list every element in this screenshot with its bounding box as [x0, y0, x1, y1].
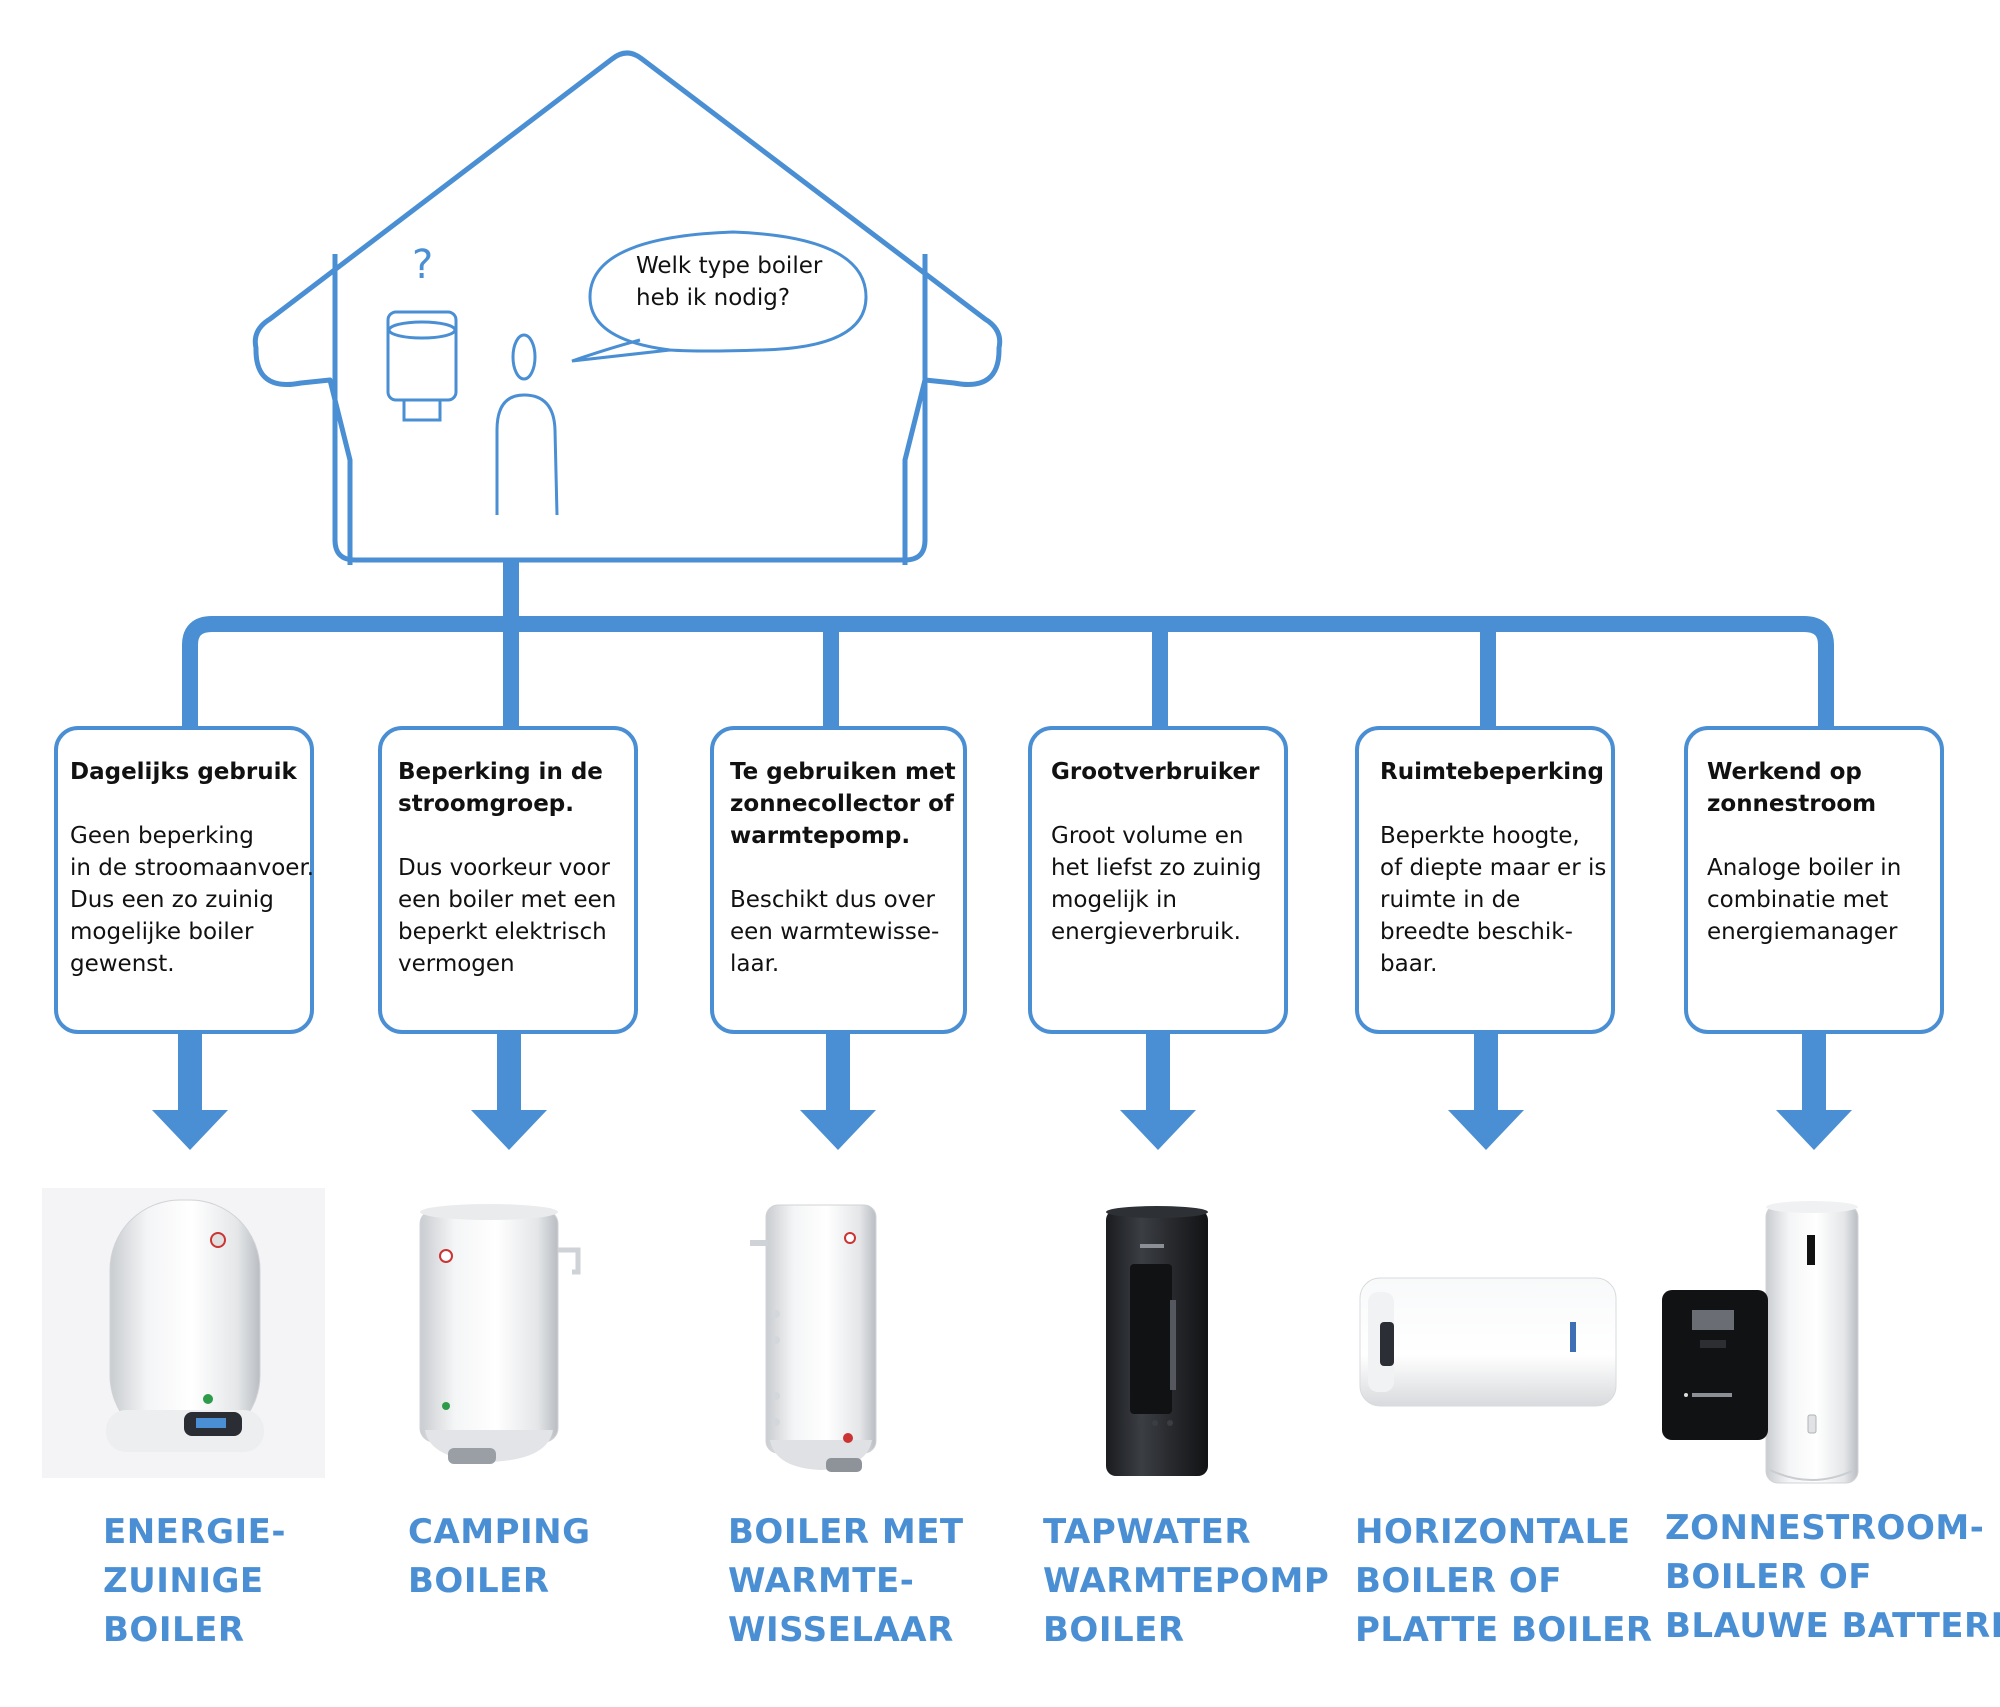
heat-pump-boiler-icon	[1106, 1206, 1208, 1476]
product-label-line: BOILER OF	[1355, 1561, 1563, 1601]
criteria-body: Groot volume en	[1051, 823, 1244, 849]
product-label-line: CAMPING	[408, 1512, 591, 1552]
criteria-body: beperkt elektrisch	[398, 919, 607, 945]
criteria-body: Beperkte hoogte,	[1380, 823, 1580, 849]
product-label-line: BOILER OF	[1665, 1557, 1873, 1597]
product-label-line: ENERGIE-	[103, 1512, 286, 1552]
criteria-text-power-limit: Beperking in de stroomgroep. Dus voorkeu…	[398, 756, 616, 980]
criteria-body: baar.	[1380, 951, 1438, 977]
criteria-boxes	[54, 726, 1944, 1034]
question-mark: ?	[412, 242, 434, 288]
criteria-body: ruimte in de	[1380, 887, 1521, 913]
product-label-heat-pump: TAPWATER WARMTEPOMP BOILER	[1043, 1508, 1329, 1655]
criteria-body: vermogen	[398, 951, 515, 977]
criteria-text-solar-heatpump: Te gebruiken met zonnecollector of warmt…	[730, 756, 956, 980]
energy-efficient-boiler-icon	[42, 1188, 325, 1478]
camping-boiler-icon	[419, 1204, 581, 1464]
criteria-body: Dus een zo zuinig	[70, 887, 274, 913]
criteria-body: in de stroomaanvoer.	[70, 855, 315, 881]
criteria-body: Geen beperking	[70, 823, 254, 849]
criteria-title: zonnestroom	[1707, 791, 1877, 817]
speech-text: Welk type boiler heb ik nodig?	[636, 250, 822, 314]
criteria-body: Dus voorkeur voor	[398, 855, 610, 881]
criteria-title: stroomgroep.	[398, 791, 575, 817]
person-icon	[495, 333, 559, 516]
branch-bus	[182, 616, 1834, 728]
arrow-down-icon	[1120, 1032, 1196, 1150]
product-label-line: PLATTE BOILER	[1355, 1610, 1653, 1650]
criteria-text-daily-use: Dagelijks gebruik Geen beperking in de s…	[70, 756, 314, 980]
criteria-title: warmtepomp.	[730, 823, 911, 849]
product-label-line: WARMTE-	[728, 1561, 915, 1601]
product-label-line: BOILER	[103, 1610, 245, 1650]
criteria-body: laar.	[730, 951, 780, 977]
boiler-icon	[386, 310, 458, 422]
product-label-line: WISSELAAR	[728, 1610, 954, 1650]
criteria-body: gewenst.	[70, 951, 175, 977]
criteria-body: of diepte maar er is	[1380, 855, 1607, 881]
criteria-title: Werkend op	[1707, 759, 1862, 785]
criteria-body: een warmtewisse-	[730, 919, 940, 945]
criteria-body: Analoge boiler in	[1707, 855, 1902, 881]
heat-exchanger-boiler-icon	[750, 1204, 877, 1472]
arrow-down-icon	[1448, 1032, 1524, 1150]
criteria-title: Dagelijks gebruik	[70, 759, 297, 785]
product-label-line: ZUINIGE	[103, 1561, 264, 1601]
criteria-body: combinatie met	[1707, 887, 1889, 913]
product-label-line: BOILER MET	[728, 1512, 964, 1552]
trunk-connector	[503, 560, 519, 630]
product-label-heat-exchanger: BOILER MET WARMTE- WISSELAAR	[728, 1508, 964, 1655]
criteria-body: Beschikt dus over	[730, 887, 935, 913]
criteria-body: energieverbruik.	[1051, 919, 1241, 945]
criteria-text-space-limit: Ruimtebeperking Beperkte hoogte, of diep…	[1380, 756, 1606, 980]
flat-boiler-icon	[1359, 1277, 1617, 1407]
criteria-body: het liefst zo zuinig	[1051, 855, 1262, 881]
down-arrows	[152, 1032, 1852, 1150]
criteria-title: Te gebruiken met	[730, 759, 956, 785]
product-label-line: BOILER	[408, 1561, 550, 1601]
criteria-body: mogelijk in	[1051, 887, 1177, 913]
criteria-body: breedte beschik-	[1380, 919, 1573, 945]
criteria-body: een boiler met een	[398, 887, 617, 913]
product-label-energy-efficient: ENERGIE- ZUINIGE BOILER	[103, 1508, 286, 1655]
arrow-down-icon	[471, 1032, 547, 1150]
product-label-line: BLAUWE BATTERIJ	[1665, 1606, 2000, 1646]
product-label-line: ZONNESTROOM-	[1665, 1508, 1985, 1548]
product-label-line: WARMTEPOMP	[1043, 1561, 1330, 1601]
product-label-line: TAPWATER	[1043, 1512, 1252, 1552]
solar-boiler-icon	[1662, 1201, 1859, 1484]
house-outline	[252, 50, 1003, 565]
criteria-body: energiemanager	[1707, 919, 1898, 945]
house-floor	[332, 254, 928, 563]
criteria-body: mogelijke boiler	[70, 919, 254, 945]
criteria-title: Ruimtebeperking	[1380, 759, 1605, 785]
product-label-flat: HORIZONTALE BOILER OF PLATTE BOILER	[1355, 1508, 1653, 1655]
product-label-camping: CAMPING BOILER	[408, 1508, 591, 1606]
product-label-line: BOILER	[1043, 1610, 1185, 1650]
product-label-solar: ZONNESTROOM- BOILER OF BLAUWE BATTERIJ	[1665, 1504, 2000, 1651]
arrow-down-icon	[800, 1032, 876, 1150]
criteria-text-large-consumer: Grootverbruiker Groot volume en het lief…	[1051, 756, 1261, 948]
criteria-text-solar-power: Werkend op zonnestroom Analoge boiler in…	[1707, 756, 1901, 948]
product-label-line: HORIZONTALE	[1355, 1512, 1631, 1552]
arrow-down-icon	[152, 1032, 228, 1150]
criteria-title: Grootverbruiker	[1051, 759, 1260, 785]
speech-bubble	[571, 230, 868, 363]
criteria-title: zonnecollector of	[730, 791, 954, 817]
branch-connectors	[503, 624, 1496, 728]
criteria-title: Beperking in de	[398, 759, 603, 785]
speech-line: Welk type boiler	[636, 253, 823, 279]
arrow-down-icon	[1776, 1032, 1852, 1150]
speech-line: heb ik nodig?	[636, 285, 791, 311]
